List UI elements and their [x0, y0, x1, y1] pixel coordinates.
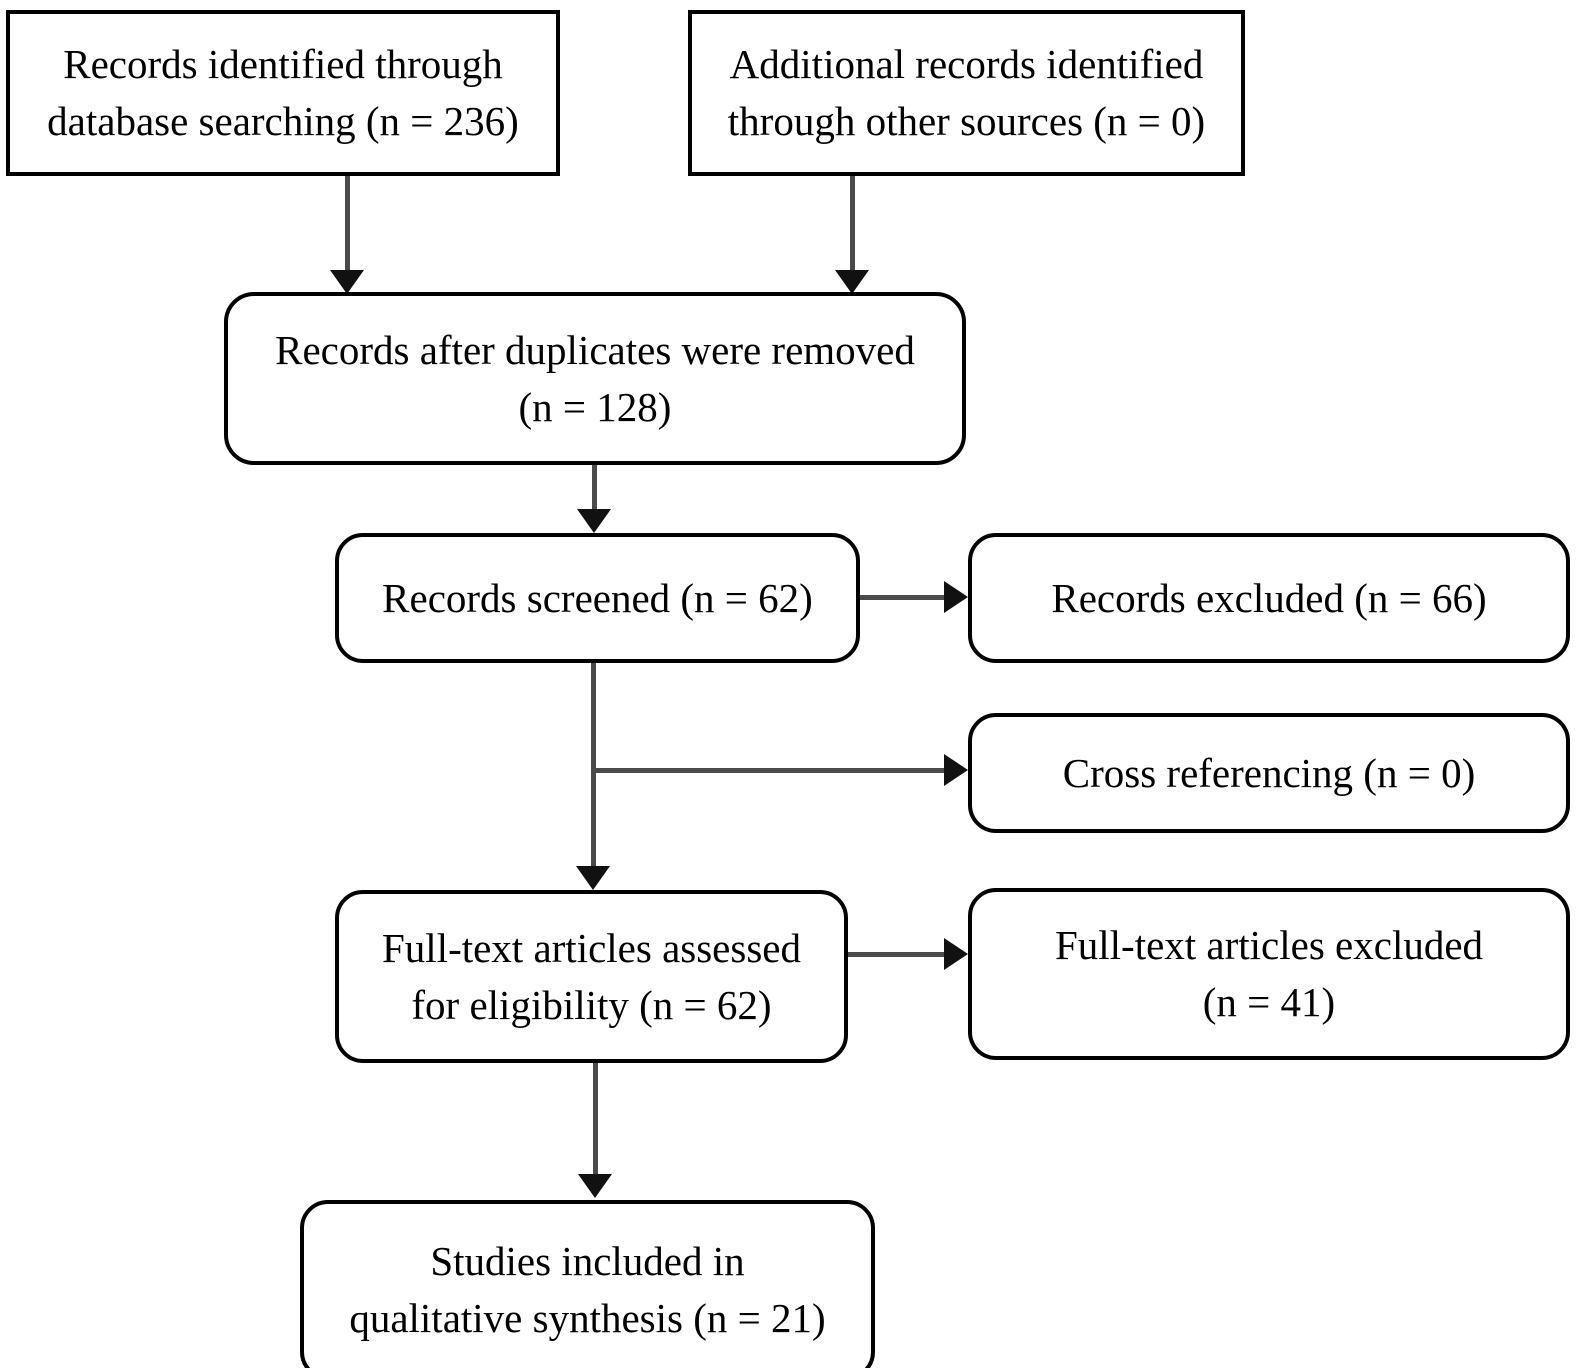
node-label: Full-text articles assessed for eligibil…	[381, 924, 801, 1028]
connector-fulltext-to-fulltext-excluded	[848, 952, 948, 957]
node-records-excluded: Records excluded (n = 66)	[968, 533, 1570, 663]
arrowhead-screened-to-cross-referencing	[944, 754, 968, 786]
node-records-screened: Records screened (n = 62)	[335, 533, 860, 663]
node-label: Records identified through database sear…	[47, 41, 519, 144]
node-additional-records-other-sources: Additional records identified through ot…	[688, 10, 1245, 176]
node-full-text-assessed: Full-text articles assessed for eligibil…	[335, 890, 848, 1063]
connector-duplicates-to-screened	[592, 465, 597, 513]
connector-fulltext-to-included	[593, 1063, 598, 1178]
node-label: Records after duplicates were removed (n…	[275, 326, 915, 430]
arrowhead-database-to-duplicates	[330, 270, 364, 294]
node-studies-included: Studies included in qualitative synthesi…	[300, 1200, 875, 1368]
node-cross-referencing: Cross referencing (n = 0)	[968, 713, 1570, 833]
node-label: Cross referencing (n = 0)	[1062, 749, 1476, 796]
connector-screened-to-cross-referencing	[593, 768, 948, 773]
arrowhead-duplicates-to-screened	[577, 509, 611, 533]
arrowhead-fulltext-to-included	[578, 1174, 612, 1198]
node-label: Studies included in qualitative synthesi…	[349, 1238, 826, 1341]
connector-database-to-duplicates	[345, 176, 350, 274]
connector-screened-to-fulltext	[591, 663, 596, 871]
node-records-after-duplicates: Records after duplicates were removed (n…	[224, 292, 966, 465]
arrowhead-screened-to-fulltext	[576, 866, 610, 890]
node-label: Full-text articles excluded (n = 41)	[1054, 922, 1484, 1025]
arrowhead-other-sources-to-duplicates	[835, 270, 869, 294]
node-label: Records screened (n = 62)	[382, 574, 813, 621]
arrowhead-fulltext-to-fulltext-excluded	[944, 938, 968, 970]
node-full-text-excluded: Full-text articles excluded (n = 41)	[968, 888, 1570, 1060]
node-records-identified-database: Records identified through database sear…	[6, 10, 560, 176]
arrowhead-screened-to-excluded	[944, 581, 968, 613]
node-label: Additional records identified through ot…	[727, 41, 1206, 144]
connector-other-sources-to-duplicates	[850, 176, 855, 274]
connector-screened-to-excluded	[860, 595, 948, 600]
node-label: Records excluded (n = 66)	[1051, 574, 1487, 621]
